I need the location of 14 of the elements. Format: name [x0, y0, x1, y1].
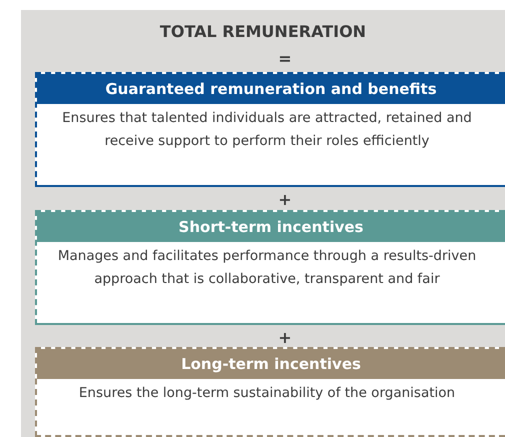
component-card	[35, 210, 505, 325]
operator-symbol: =	[277, 49, 293, 68]
heading-bar: Long-term incentives	[37, 349, 505, 379]
operator-symbol: +	[277, 328, 293, 347]
component-card	[35, 347, 505, 437]
description-text: Manages and facilitates performance through a results-driven approach that is collaborative, transparent and fair	[56, 247, 478, 289]
description-text: Ensures the long-term sustainability of the organisation	[78, 384, 456, 403]
title-heading: TOTAL REMUNERATION	[158, 22, 368, 41]
heading-bar: Short-term incentives	[37, 212, 505, 242]
description-text: Ensures that talented individuals are attracted, retained and receive support to perform their roles efficiently	[61, 109, 473, 151]
component-card	[35, 72, 505, 187]
heading-bar: Guaranteed remuneration and benefits	[37, 74, 505, 104]
background-panel	[21, 10, 505, 437]
operator-symbol: +	[277, 190, 293, 209]
